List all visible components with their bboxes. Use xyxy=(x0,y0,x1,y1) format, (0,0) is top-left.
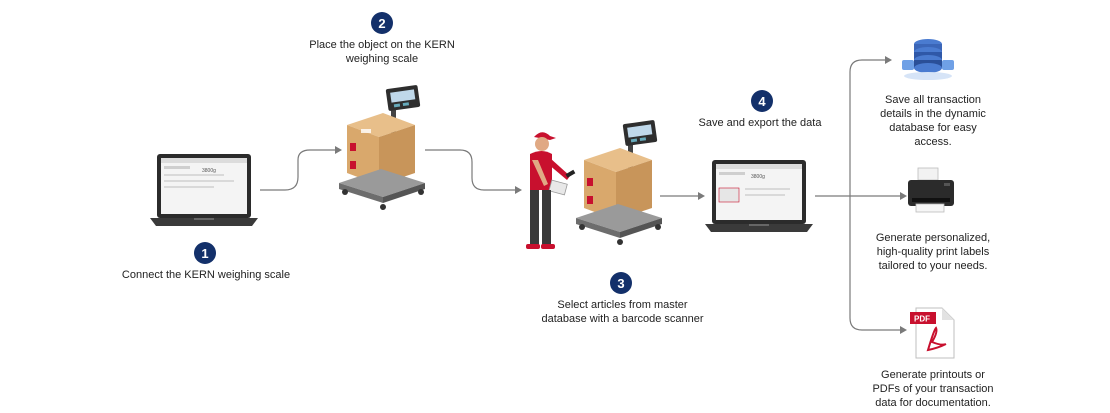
output-pdf-line-2: PDFs of your transaction xyxy=(872,383,994,395)
scale-with-box-illustration-2 xyxy=(576,120,662,245)
output-database-line-2: details in the dynamic xyxy=(880,108,986,120)
step-1-badge: 1 xyxy=(194,242,216,264)
output-labels-line-2: high-quality print labels xyxy=(876,246,990,258)
step-1-line-1: Connect the KERN weighing scale xyxy=(121,269,291,281)
step-2-line-2: weighing scale xyxy=(345,53,419,65)
pdf-icon-label: PDF xyxy=(914,315,930,324)
step-4-line-1: Save and export the data xyxy=(698,117,822,129)
arrowhead-printer xyxy=(900,192,907,200)
connector-laptop-to-scale xyxy=(260,149,335,191)
connector-scale-to-scanner xyxy=(425,149,515,191)
step-4-badge: 4 xyxy=(751,90,773,112)
connector-branch-vertical xyxy=(849,59,900,331)
pdf-icon: PDF xyxy=(910,307,955,359)
step-3-line-2: database with a barcode scanner xyxy=(541,313,704,325)
arrowhead-step3 xyxy=(515,186,522,194)
output-labels-line-1: Generate personalized, xyxy=(875,232,991,244)
arrowhead-laptop2 xyxy=(698,192,705,200)
laptop-illustration-2: 3800g xyxy=(705,160,813,232)
output-database-line-4: access. xyxy=(914,136,952,148)
arrowhead-step2 xyxy=(335,146,342,154)
step-4-description: Save and export the data xyxy=(680,116,840,130)
database-icon xyxy=(902,39,954,80)
output-labels-line-3: tailored to your needs. xyxy=(878,260,988,272)
step-3-badge: 3 xyxy=(610,272,632,294)
step-3-description: Select articles from master database wit… xyxy=(530,298,715,326)
step-2-description: Place the object on the KERN weighing sc… xyxy=(292,38,472,66)
output-labels-description: Generate personalized, high-quality prin… xyxy=(858,231,1008,273)
arrowhead-pdf xyxy=(900,326,907,334)
step-2-badge: 2 xyxy=(371,12,393,34)
arrowhead-db xyxy=(885,56,892,64)
worker-with-barcode-scanner-illustration xyxy=(526,132,576,249)
laptop-illustration-1: 3800g xyxy=(150,154,258,226)
output-database-line-3: database for easy xyxy=(889,122,977,134)
step-1-description: Connect the KERN weighing scale xyxy=(106,268,306,282)
output-pdf-description: Generate printouts or PDFs of your trans… xyxy=(858,368,1008,410)
output-database-line-1: Save all transaction xyxy=(885,94,981,106)
laptop-screen-2-text: 3800g xyxy=(751,174,765,180)
laptop-screen-1-text: 3800g xyxy=(202,168,216,174)
step-2-line-1: Place the object on the KERN xyxy=(309,39,455,51)
step-3-line-1: Select articles from master xyxy=(557,299,688,311)
printer-icon xyxy=(908,167,954,213)
output-database-description: Save all transaction details in the dyna… xyxy=(858,93,1008,149)
scale-with-box-illustration-1 xyxy=(339,85,425,210)
output-pdf-line-1: Generate printouts or xyxy=(881,369,985,381)
output-pdf-line-3: data for documentation. xyxy=(875,397,991,409)
